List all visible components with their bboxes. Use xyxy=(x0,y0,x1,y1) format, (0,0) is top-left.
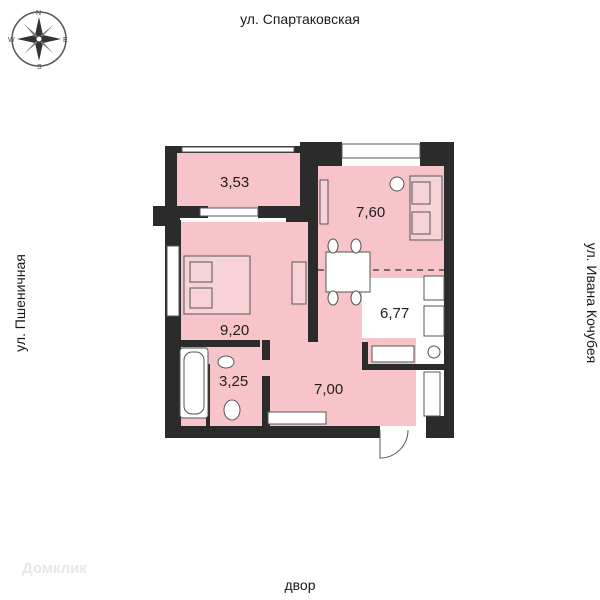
compass-n: N xyxy=(36,10,41,17)
dining-table-icon xyxy=(325,238,371,306)
bed-icon xyxy=(183,255,251,315)
compass-e: E xyxy=(63,37,68,44)
bathtub-icon xyxy=(179,347,209,419)
desk-icon xyxy=(291,261,307,305)
room-area-bedroom: 9,20 xyxy=(220,322,249,339)
compass-w: W xyxy=(8,37,15,44)
room-area-hallway: 7,00 xyxy=(314,381,343,398)
shoe-shelf-icon xyxy=(267,411,327,425)
room-area-balcony: 3,53 xyxy=(220,174,249,191)
toilet-icon xyxy=(223,399,241,421)
room-area-kitchen: 6,77 xyxy=(380,305,409,322)
windows xyxy=(166,143,421,317)
wardrobe-icon xyxy=(423,371,441,417)
sink-icon xyxy=(217,355,235,369)
lamp-icon xyxy=(389,176,405,192)
kitchen-appliances-icon xyxy=(371,275,445,363)
compass-s: S xyxy=(37,64,42,70)
tv-icon xyxy=(319,179,329,225)
street-label-bottom: двор xyxy=(284,577,316,593)
room-area-bathroom: 3,25 xyxy=(219,373,248,390)
street-label-top: ул. Спартаковская xyxy=(240,11,360,27)
watermark: Домклик xyxy=(22,560,87,577)
walls xyxy=(153,142,454,438)
sofa-icon xyxy=(409,175,443,241)
entrance-door-icon xyxy=(379,429,409,459)
compass-icon: N E S W xyxy=(8,10,68,70)
room-area-living: 7,60 xyxy=(356,204,385,221)
